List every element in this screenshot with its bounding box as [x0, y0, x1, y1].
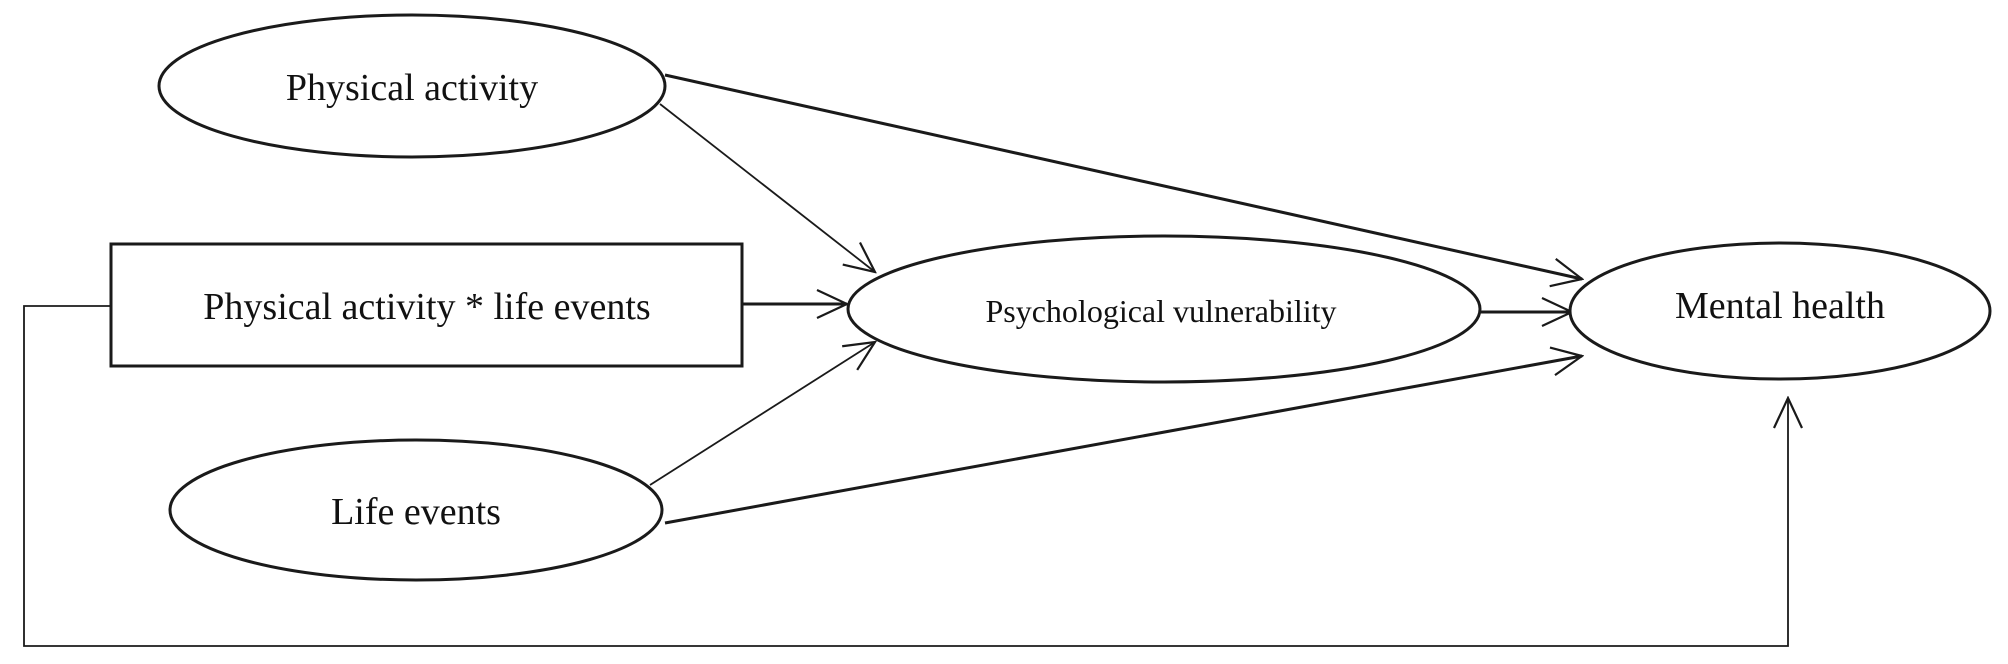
node-mental-health-shape: [1568, 241, 1992, 381]
node-interaction-shape: [109, 242, 744, 368]
node-mental-health: Mental health: [1568, 241, 1992, 381]
node-physical-activity-shape: [157, 13, 667, 159]
edge-life-events-to-psych-vulnerability: [649, 342, 875, 486]
node-physical-activity: Physical activity: [157, 13, 667, 159]
node-physical-activity-label: Physical activity: [286, 67, 538, 109]
edge-life-events-to-mental-health: [664, 356, 1582, 525]
node-life-events-label: Life events: [331, 491, 501, 533]
node-life-events: Life events: [168, 438, 664, 582]
node-psych-vulnerability: Psychological vulnerability: [846, 234, 1482, 384]
node-interaction-label: Physical activity * life events: [203, 286, 650, 328]
edge-physical-activity-to-mental-health: [664, 73, 1582, 279]
node-mental-health-label: Mental health: [1675, 285, 1885, 327]
node-psych-vulnerability-label: Psychological vulnerability: [985, 293, 1336, 329]
node-life-events-shape: [168, 438, 664, 582]
node-interaction: Physical activity * life events: [109, 242, 744, 368]
node-psych-vulnerability-shape: [846, 234, 1482, 384]
edge-interaction-to-mental-health: [23, 305, 1788, 647]
edge-physical-activity-to-psych-vulnerability: [659, 103, 875, 272]
